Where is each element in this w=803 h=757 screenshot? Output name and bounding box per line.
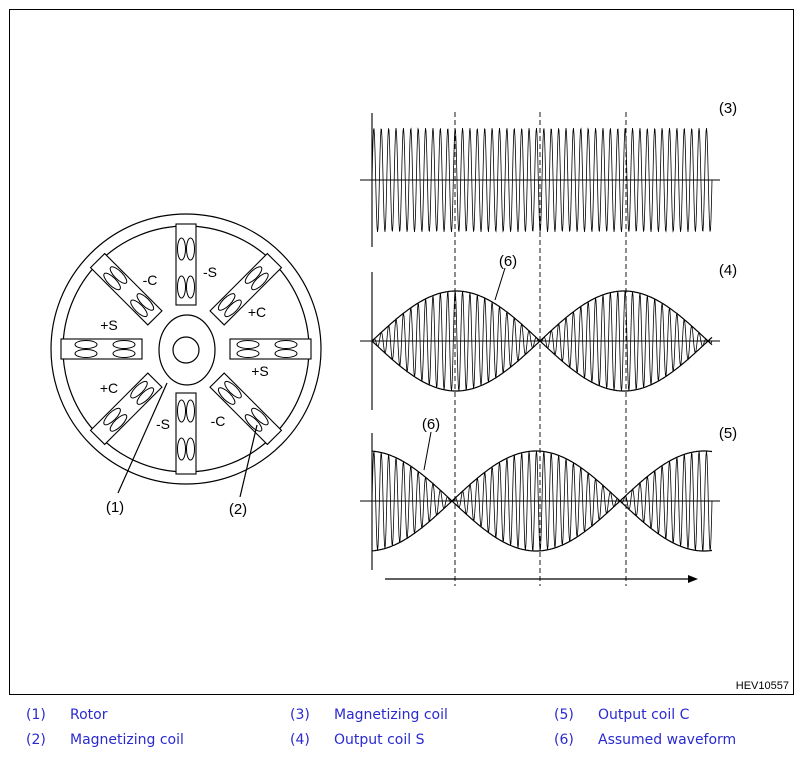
coil-label-plus-c-left: +C bbox=[100, 380, 118, 396]
callout-magnetizing-coil: (2) bbox=[229, 501, 247, 518]
stator-tooth bbox=[175, 223, 197, 306]
coil-label-minus-s-bottom: -S bbox=[156, 416, 170, 432]
legend-item-6: (6) Assumed waveform bbox=[554, 732, 736, 748]
legend-text: Magnetizing coil bbox=[334, 707, 448, 723]
legend-text: Magnetizing coil bbox=[70, 732, 184, 748]
rotor-shaft bbox=[172, 336, 200, 364]
stator-tooth bbox=[229, 338, 312, 360]
legend: (1) Rotor (2) Magnetizing coil (3) Magnetiz… bbox=[0, 703, 803, 757]
coil-leader-line bbox=[239, 424, 258, 498]
wave4-modulated bbox=[371, 291, 713, 391]
legend-item-4: (4) Output coil S bbox=[290, 732, 424, 748]
assumed-waveform-leader-a bbox=[494, 267, 506, 301]
coil-label-minus-c-bottom: -C bbox=[211, 413, 226, 429]
stator-tooth bbox=[209, 252, 283, 326]
stator-tooth bbox=[209, 372, 283, 446]
legend-text: Assumed waveform bbox=[598, 732, 737, 748]
legend-text: Rotor bbox=[70, 707, 108, 723]
stator-outer-ring bbox=[50, 213, 322, 485]
stator-teeth bbox=[60, 223, 312, 475]
wave5-envelope bbox=[371, 450, 713, 552]
callout-rotor: (1) bbox=[106, 499, 124, 516]
coil-label-plus-c-right: +C bbox=[248, 304, 266, 320]
legend-num: (3) bbox=[290, 707, 310, 723]
figure-id: HEV10557 bbox=[735, 680, 789, 692]
legend-text: Output coil S bbox=[334, 732, 425, 748]
legend-text: Output coil C bbox=[598, 707, 690, 723]
stator-tooth bbox=[175, 392, 197, 475]
callout-assumed-waveform-b: (6) bbox=[422, 416, 440, 433]
callout-wave-4: (4) bbox=[719, 262, 737, 279]
stator-tooth bbox=[89, 252, 163, 326]
legend-num: (4) bbox=[290, 732, 310, 748]
legend-item-2: (2) Magnetizing coil bbox=[26, 732, 184, 748]
callout-wave-3: (3) bbox=[719, 100, 737, 117]
wave5-modulated bbox=[371, 450, 713, 551]
coil-label-plus-s-left: +S bbox=[100, 317, 118, 333]
legend-num: (5) bbox=[554, 707, 574, 723]
legend-num: (6) bbox=[554, 732, 574, 748]
resolver-cross-section bbox=[50, 213, 322, 498]
time-arrow-head bbox=[688, 575, 698, 583]
wave4-envelope bbox=[371, 290, 713, 392]
callout-assumed-waveform-a: (6) bbox=[499, 253, 517, 270]
stator-tooth bbox=[89, 372, 163, 446]
callout-wave-5: (5) bbox=[719, 425, 737, 442]
coil-label-plus-s-right: +S bbox=[251, 363, 269, 379]
legend-item-3: (3) Magnetizing coil bbox=[290, 707, 448, 723]
coil-label-minus-c-top: -C bbox=[143, 272, 158, 288]
legend-item-5: (5) Output coil C bbox=[554, 707, 689, 723]
wave3-carrier bbox=[371, 127, 713, 233]
legend-num: (2) bbox=[26, 732, 46, 748]
rotor-leader-line bbox=[117, 382, 168, 494]
coil-label-minus-s-top: -S bbox=[203, 264, 217, 280]
legend-num: (1) bbox=[26, 707, 46, 723]
waveform-panel bbox=[360, 112, 720, 586]
stator-tooth bbox=[60, 338, 143, 360]
legend-item-1: (1) Rotor bbox=[26, 707, 107, 723]
assumed-waveform-leader-b bbox=[423, 431, 432, 471]
rotor bbox=[158, 314, 216, 386]
